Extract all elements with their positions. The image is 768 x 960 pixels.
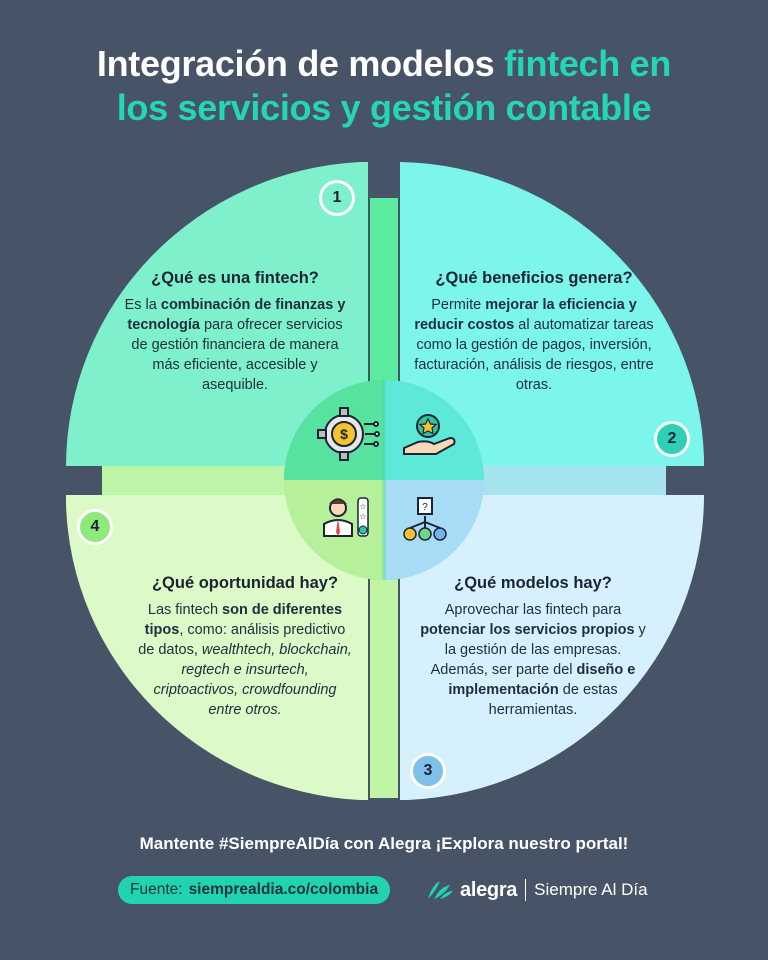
quadrant-1-heading: ¿Qué es una fintech? [151,269,319,287]
body-run: diseño e implementación [448,662,636,698]
body-run: wealthtech, blockchain, regtech e insurt… [153,642,352,718]
body-run: Las fintech [147,602,223,618]
hand-star-icon [403,414,456,455]
title-line-2: los servicios y gestión contable [116,87,652,128]
quadrant-1-number-badge: 1 [319,180,355,216]
person-rating-icon: ☆ ☆ [323,497,369,537]
quadrant-2-panel [400,162,704,466]
quadrant-1-text: ¿Qué es una fintech? Es la combinación d… [120,267,350,395]
brand-divider [525,879,527,901]
body-run: Aprovechar las fintech para [444,602,622,618]
body-run: Es la [124,297,161,313]
body-run: son de diferentes tipos [144,602,343,638]
quadrant-1-body: Es la combinación de finanzas y tecnolog… [120,295,350,395]
svg-text:☆: ☆ [359,502,366,511]
svg-text:$: $ [340,426,348,442]
quadrant-4-number-badge: 4 [77,509,113,545]
quadrant-4-text: ¿Qué oportunidad hay? Las fintech son de… [138,572,352,720]
body-run: para ofrecer servicios de gestión financ… [131,317,343,393]
alegra-leaf-icon [428,881,453,899]
brand-name: alegra [460,878,518,901]
body-run: potenciar los servicios propios [420,622,635,638]
body-run: al automatizar tareas como la gestión de… [414,317,654,393]
body-run: y la gestión de las empresas. Además, se… [430,622,646,678]
quadrant-3-body: Aprovechar las fintech para potenciar lo… [418,600,648,720]
quadrant-4-panel [66,495,368,800]
quadrant-2-heading: ¿Qué beneficios genera? [435,269,633,287]
brand-tagline: Siempre Al Día [534,880,648,899]
brand-logo: alegra Siempre Al Día [426,876,648,904]
page-title: Integración de modelos fintech en los se… [0,42,768,130]
quadrant-3-text: ¿Qué modelos hay? Aprovechar las fintech… [418,572,648,720]
source-url: siemprealdia.co/colombia [188,881,379,898]
body-run: , como: análisis predictivo de datos, [138,622,346,658]
svg-text:☆: ☆ [359,512,366,521]
quadrant-2-text: ¿Qué beneficios genera? Permite mejorar … [414,267,654,395]
quadrant-1-panel [66,162,368,466]
flowchart-options-icon: ? [403,497,447,541]
source-link[interactable]: Fuente: siemprealdia.co/colombia [118,876,391,904]
body-run: de estas herramientas. [488,682,618,718]
quadrant-3-panel [400,495,705,800]
svg-text:?: ? [422,502,428,513]
body-run: combinación de finanzas y tecnología [127,297,346,333]
body-run: Permite [431,297,486,313]
source-label: Fuente: [130,881,183,898]
title-line-1: Integración de modelos fintech en [96,43,672,84]
quadrant-2-number-badge: 2 [654,421,690,457]
quadrant-4-body: Las fintech son de diferentes tipos, com… [138,600,352,720]
quadrant-3-number-badge: 3 [410,753,446,789]
gear-dollar-icon: $ [317,407,380,461]
quadrant-2-body: Permite mejorar la eficiencia y reducir … [414,295,654,395]
quadrant-4-heading: ¿Qué oportunidad hay? [151,574,339,592]
quadrant-3-heading: ¿Qué modelos hay? [454,574,612,592]
body-run: mejorar la eficiencia y reducir costos [414,297,637,333]
footer-call-to-action: Mantente #SiempreAlDía con Alegra ¡Explo… [139,834,629,853]
